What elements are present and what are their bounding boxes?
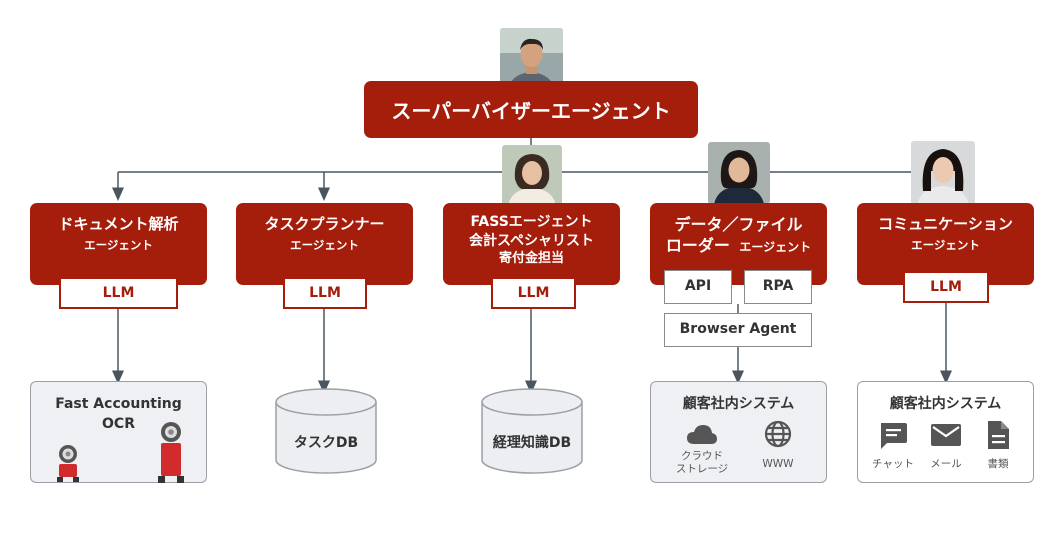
agent-subtitle: エージェント <box>84 238 153 252</box>
agent-name: タスクプランナー <box>264 215 385 233</box>
task-planner-agent: タスクプランナー エージェント <box>236 203 413 285</box>
system-title: Fast Accounting <box>55 396 182 412</box>
documents-label: 書類 <box>987 458 1009 470</box>
agent-role: 会計スペシャリスト <box>468 233 595 249</box>
accounting-knowledge-db-cylinder <box>481 388 583 474</box>
llm-badge: LLM <box>491 277 576 309</box>
agent-duty: 寄付金担当 <box>498 251 564 266</box>
mail-label: メール <box>930 458 962 470</box>
cloud-storage-label: クラウド ストレージ <box>675 450 729 475</box>
agent-name: ドキュメント解析 <box>58 215 179 233</box>
globe-icon <box>764 420 792 448</box>
cloud-icon <box>687 425 717 444</box>
system-title: 顧客社内システム <box>889 396 1002 412</box>
chat-label: チャット <box>872 458 914 470</box>
agent-name: データ／ファイル <box>674 215 803 234</box>
data-loader-avatar <box>708 142 770 204</box>
communication-avatar <box>911 141 975 205</box>
supervisor-agent-label: スーパーバイザーエージェント <box>391 99 671 123</box>
rpa-tool: RPA <box>744 270 812 304</box>
llm-badge: LLM <box>903 271 989 303</box>
document-icon <box>988 421 1009 449</box>
chat-icon <box>881 423 907 449</box>
task-db-cylinder <box>275 388 377 474</box>
browser-agent-tool: Browser Agent <box>664 313 812 347</box>
fass-agent: FASSエージェント 会計スペシャリスト 寄付金担当 <box>443 203 620 285</box>
person-icon <box>708 142 770 204</box>
agent-name-line2: ローダー <box>665 236 730 255</box>
supervisor-agent-box: スーパーバイザーエージェント <box>364 81 698 138</box>
www-label: WWW <box>762 458 794 470</box>
document-analysis-agent: ドキュメント解析 エージェント <box>30 203 207 285</box>
agent-subtitle: エージェント <box>290 238 359 252</box>
llm-badge: LLM <box>59 277 178 309</box>
agent-subtitle: エージェント <box>739 240 812 254</box>
robot-icon <box>57 445 79 482</box>
task-db-label: タスクDB <box>293 435 359 451</box>
agent-name: コミュニケーション <box>878 215 1013 233</box>
system-title-line2: OCR <box>102 416 135 432</box>
customer-internal-system-1: 顧客社内システム <box>650 381 827 483</box>
robot-icon <box>158 422 184 483</box>
fass-agent-avatar <box>502 145 562 205</box>
api-tool: API <box>664 270 732 304</box>
supervisor-avatar <box>500 28 563 91</box>
mail-icon <box>931 424 961 446</box>
llm-badge: LLM <box>283 277 367 309</box>
agent-name: FASSエージェント <box>470 214 593 230</box>
agent-subtitle: エージェント <box>911 238 980 252</box>
person-icon <box>911 141 975 205</box>
person-icon <box>502 145 562 205</box>
system-title: 顧客社内システム <box>682 396 795 412</box>
person-icon <box>500 28 563 91</box>
accounting-knowledge-db-label: 経理知識DB <box>492 435 572 451</box>
